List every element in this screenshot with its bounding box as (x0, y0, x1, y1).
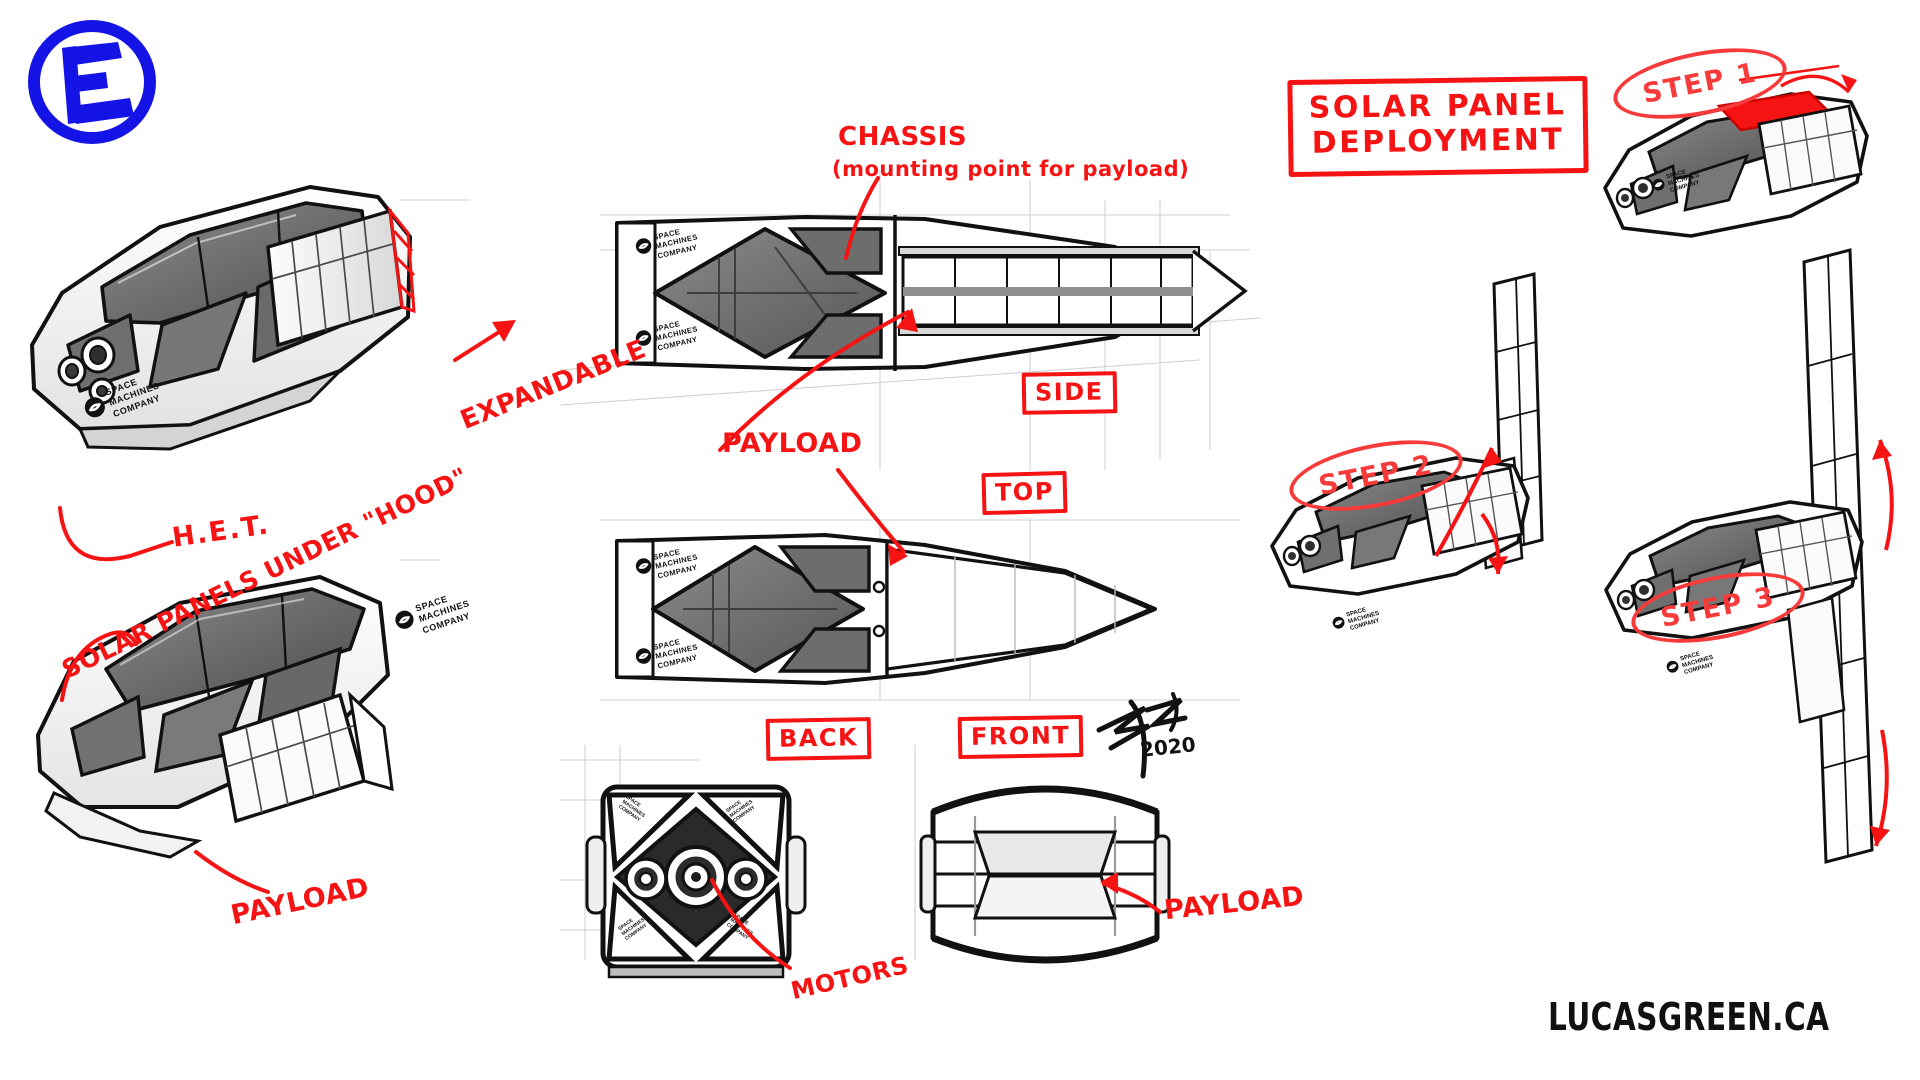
artist-signature (1096, 692, 1188, 779)
smc-swirl-icon (635, 648, 652, 664)
title-line-2: DEPLOYMENT (1311, 122, 1565, 162)
view-label-back: BACK (765, 717, 872, 761)
smc-swirl-icon (84, 397, 105, 418)
smc-decal-step1: SPACE MACHINES COMPANY (1652, 166, 1703, 196)
smc-decal-step3: SPACE MACHINES COMPANY (1666, 648, 1717, 678)
e-circle-logo (28, 20, 156, 144)
smc-swirl-icon (635, 238, 652, 254)
smc-decal-perspective-upper: SPACE MACHINES COMPANY (84, 370, 165, 420)
deployment-step-2-craft (1270, 272, 1544, 596)
smc-swirl-icon (635, 330, 652, 346)
view-label-top: TOP (981, 470, 1068, 516)
smc-decal-side-bottom: SPACE MACHINES COMPANY (635, 316, 700, 353)
smc-swirl-icon (1652, 178, 1665, 191)
smc-decal-perspective-lower: SPACE MACHINES COMPANY (395, 588, 475, 636)
site-watermark: LUCASGREEN.CA (1548, 995, 1830, 1039)
deployment-step-1-craft (1603, 64, 1869, 238)
smc-decal-top-lower: SPACE MACHINES COMPANY (635, 634, 700, 671)
smc-swirl-icon (1666, 660, 1679, 673)
annotation-payload-middle: PAYLOAD (722, 428, 863, 459)
smc-decal-top-upper: SPACE MACHINES COMPANY (635, 544, 700, 581)
view-label-front: FRONT (957, 714, 1084, 760)
orthographic-front-view (919, 785, 1171, 964)
smc-decal-side-top: SPACE MACHINES COMPANY (635, 224, 700, 261)
orthographic-back-view (585, 784, 807, 979)
perspective-view-upper (30, 185, 416, 451)
smc-swirl-icon (1332, 616, 1345, 629)
annotation-chassis: CHASSIS (838, 122, 968, 152)
smc-decal-step2: SPACE MACHINES COMPANY (1332, 604, 1383, 634)
view-label-side: SIDE (1021, 371, 1117, 415)
smc-swirl-icon (395, 610, 414, 629)
title-line-1: SOLAR PANEL (1308, 87, 1567, 126)
orthographic-side-view (615, 215, 1248, 371)
orthographic-top-view (615, 533, 1157, 685)
deployment-step-3-craft (1604, 248, 1894, 864)
smc-swirl-icon (635, 558, 652, 574)
title-plate: SOLAR PANEL DEPLOYMENT (1287, 75, 1589, 177)
annotation-chassis-subtitle: (mounting point for payload) (832, 157, 1190, 181)
